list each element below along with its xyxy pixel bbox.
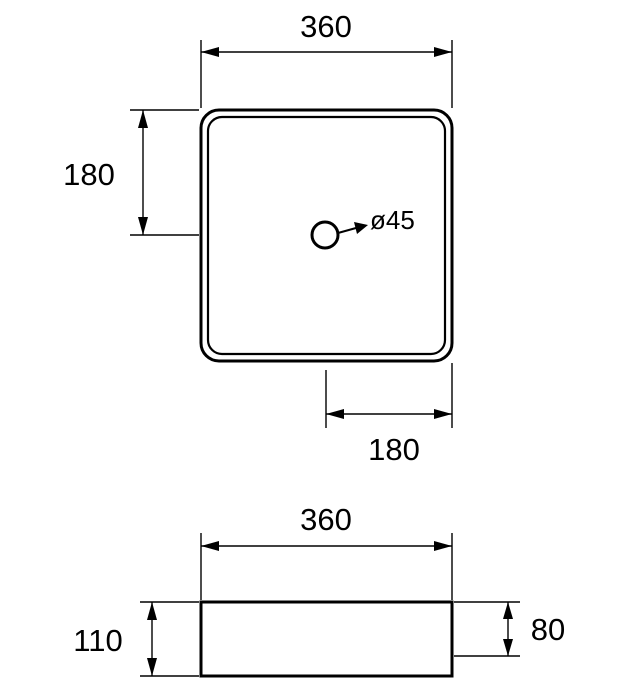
height-arrow-top <box>147 602 157 620</box>
width-arrow-left <box>201 47 219 57</box>
half-width-label: 180 <box>368 432 420 467</box>
half-width-arrow-right <box>434 409 452 419</box>
width-arrow-right <box>434 47 452 57</box>
side-width-arrow-right <box>434 541 452 551</box>
basin-inner-outline <box>206 115 447 356</box>
drain-diameter-label: ø45 <box>370 205 415 235</box>
drain-leader-line <box>337 227 357 234</box>
half-width-arrow-left <box>326 409 344 419</box>
drain-leader-arrow <box>354 222 368 234</box>
side-view: 360 110 80 <box>73 502 565 678</box>
inner-depth-arrow-bottom <box>503 639 513 656</box>
inner-depth-arrow-top <box>503 602 513 619</box>
basin-side-profile <box>199 600 454 678</box>
inner-depth-label: 80 <box>531 612 565 647</box>
depth-arrow-bottom <box>138 217 148 235</box>
top-width-label: 360 <box>300 9 352 44</box>
height-arrow-bottom <box>147 658 157 676</box>
top-view: ø45 360 180 180 <box>63 9 454 467</box>
drain-hole <box>310 220 340 250</box>
side-width-label: 360 <box>300 502 352 537</box>
side-width-arrow-left <box>201 541 219 551</box>
depth-arrow-top <box>138 110 148 128</box>
total-height-label: 110 <box>73 623 122 658</box>
half-depth-label: 180 <box>63 157 115 192</box>
